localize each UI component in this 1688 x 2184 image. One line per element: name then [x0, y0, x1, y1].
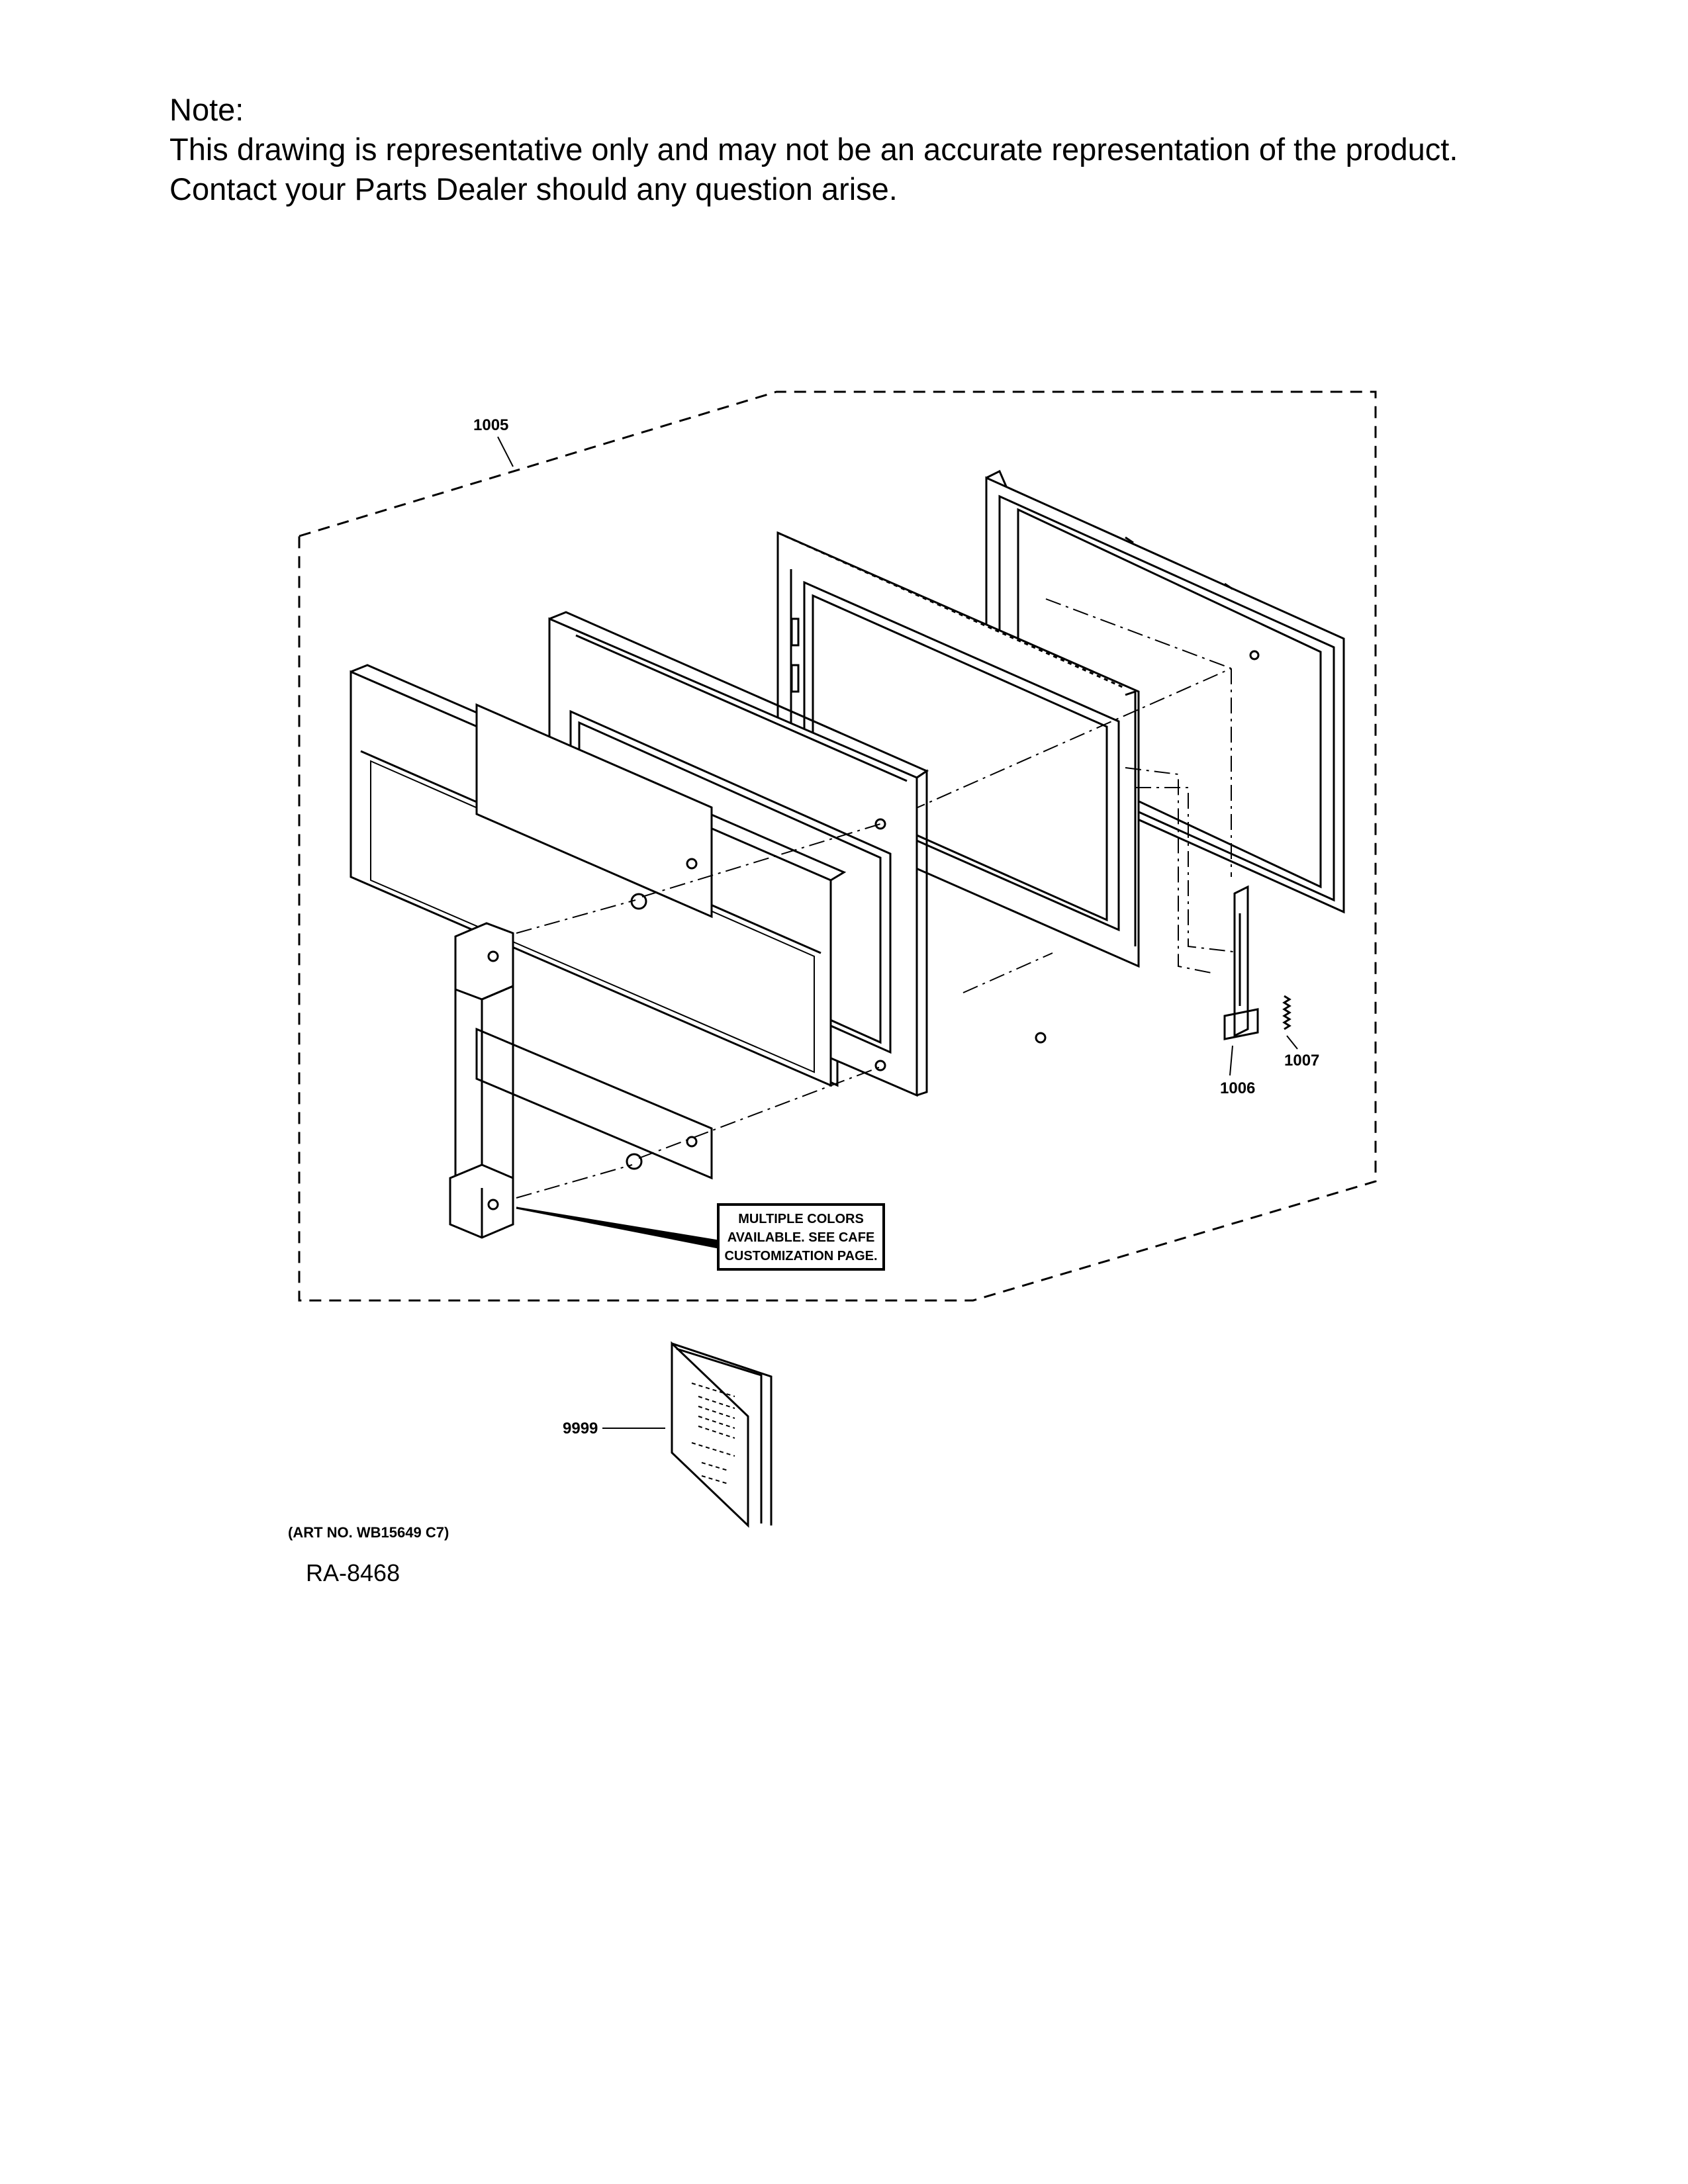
callout-9999: 9999: [563, 1420, 598, 1437]
drawing-id: RA-8468: [306, 1559, 400, 1586]
callout-1005: 1005: [473, 416, 508, 434]
assembly-boundary: [298, 390, 1377, 1302]
alignment-lines-front: [516, 823, 881, 1199]
lower-trim-strip: [475, 1027, 713, 1180]
door-handle: [449, 922, 514, 1239]
callout-1006: 1006: [1220, 1079, 1255, 1097]
customization-pointer: [516, 1206, 720, 1249]
leader-1007: [1286, 1035, 1298, 1050]
spring-part: [1282, 995, 1291, 1030]
upper-trim-strip: [475, 703, 713, 919]
note-heading: Note:: [169, 92, 244, 127]
customization-line-1: MULTIPLE COLORS: [738, 1212, 864, 1226]
leader-1005: [497, 436, 514, 467]
note-block: Note: This drawing is representative onl…: [169, 90, 1626, 209]
leader-1006: [1229, 1045, 1233, 1076]
customization-line-2: AVAILABLE. SEE CAFE: [727, 1230, 875, 1245]
hinge-part: [1223, 885, 1259, 1040]
manual-text-lines: [691, 1383, 735, 1484]
note-line-2: Contact your Parts Dealer should any que…: [169, 171, 898, 206]
customization-box: [717, 1203, 885, 1271]
note-line-1: This drawing is representative only and …: [169, 132, 1458, 167]
alignment-lines-back: [910, 598, 1245, 993]
customization-line-3: CUSTOMIZATION PAGE.: [724, 1249, 877, 1263]
callout-1007: 1007: [1284, 1052, 1319, 1069]
art-number: (ART NO. WB15649 C7): [288, 1524, 449, 1541]
